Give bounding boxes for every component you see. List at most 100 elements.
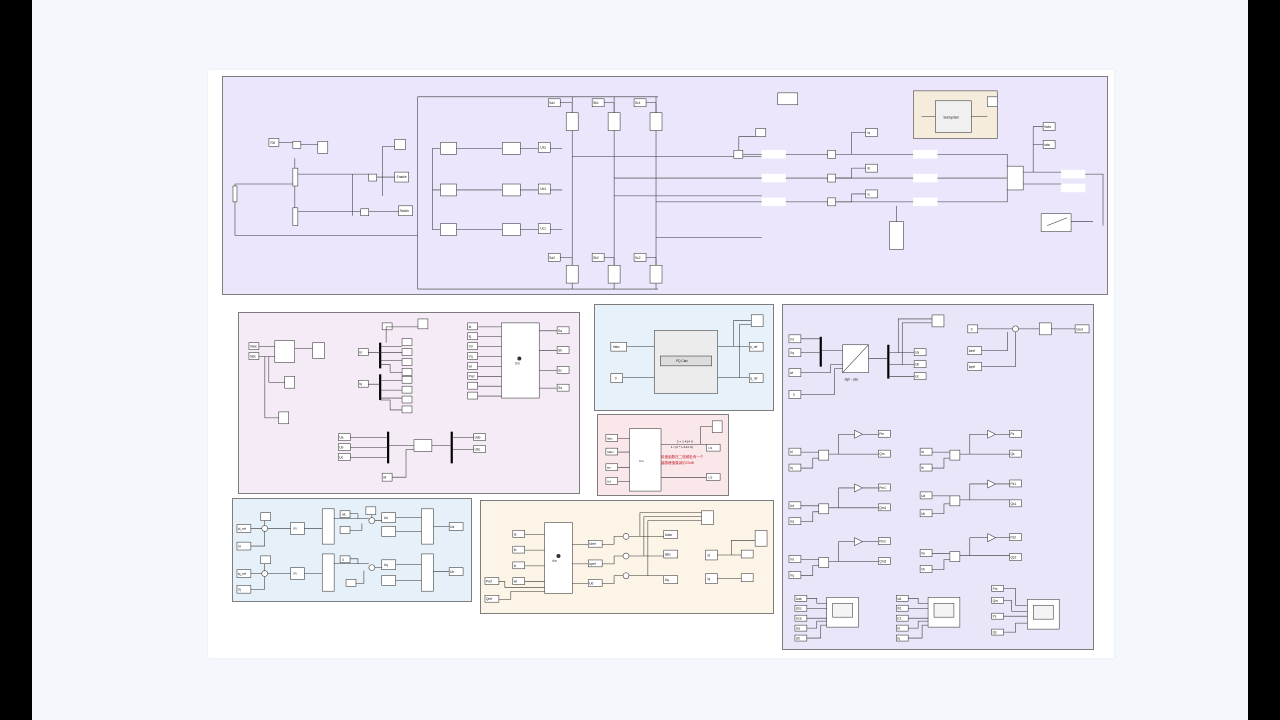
demux-block[interactable] [321,508,335,545]
gr-out[interactable] [1009,429,1022,438]
sum-block[interactable] [622,533,630,540]
switch-leg-b-bottom[interactable] [607,264,621,284]
phase-tag-b[interactable] [538,183,551,195]
out-tag[interactable] [401,358,413,366]
line-impedance-a[interactable] [761,150,787,159]
line-impedance-c[interactable] [761,197,787,207]
area-power-circuit[interactable]: 700 Enable Switch [222,76,1108,295]
capacitor-block[interactable] [292,167,299,187]
matlab-function-block[interactable] [629,428,662,492]
mux-block[interactable] [421,553,434,592]
ref-out-iqref[interactable] [587,559,603,568]
scope-icon[interactable] [365,506,377,515]
ref-scope-iabc[interactable] [663,549,678,559]
mux-block[interactable] [421,508,434,545]
gr-in[interactable] [919,447,933,456]
product-block[interactable] [949,449,961,461]
sg-tag[interactable] [794,634,808,642]
area-blue-pq[interactable]: Vabc 0 PQ Calc p_ref q_ref [594,304,774,411]
bottom-in-ub[interactable] [338,443,351,451]
sum-in-tag[interactable] [339,526,351,534]
scope-icon[interactable] [711,420,723,433]
sg-tag[interactable] [794,604,808,612]
fn-in-tag[interactable] [467,391,478,400]
ref-out-idref[interactable] [587,540,603,548]
switch-tag[interactable] [398,205,413,216]
scope-icon[interactable] [986,96,998,107]
sg-tag[interactable] [794,624,808,632]
const-tag[interactable] [339,555,351,564]
product-block[interactable] [818,557,829,568]
ref-right-out[interactable] [740,573,754,582]
filter-block-a[interactable] [502,142,521,155]
pq-calc-inner[interactable] [659,355,712,367]
gr-out[interactable] [1009,479,1022,488]
area-peach-reference[interactable]: Ia Ib Ic wt Pref Qref fcn Idref Iqref [480,500,774,614]
dc-source-block[interactable] [232,185,238,203]
gr-out[interactable] [1009,449,1022,458]
ref-in-pref[interactable] [484,577,500,585]
grid-impedance-c[interactable] [913,197,938,207]
conv-out-uc[interactable] [913,372,927,380]
saturation-block[interactable] [1039,322,1052,336]
ref-in-ib[interactable] [512,545,525,554]
ref-right-out[interactable] [740,549,754,559]
grid-source-block[interactable] [1060,183,1086,193]
gr-out[interactable] [1009,533,1022,541]
const-tag[interactable] [339,510,351,518]
meas-block[interactable] [733,150,744,159]
igbt-block-b[interactable] [440,183,457,197]
sg-tag[interactable] [794,614,808,622]
gain-triangle-icon[interactable] [854,483,864,493]
gr-in[interactable] [919,565,933,573]
pq-in-zero[interactable] [610,373,623,383]
sum-block[interactable] [622,552,630,560]
gr-in[interactable] [919,509,933,518]
sum-block[interactable] [368,517,376,524]
pulse-tag-sa1[interactable] [547,98,561,107]
gr-in[interactable] [788,517,802,525]
gr-out[interactable] [1009,499,1022,508]
scope-icon[interactable] [260,555,271,565]
gr-in[interactable] [919,549,933,557]
sum-block[interactable] [360,208,369,216]
out-tag[interactable] [381,322,393,331]
pq-in-vabc[interactable] [610,342,627,352]
capacitor-block[interactable] [292,207,299,226]
load-block[interactable] [889,221,904,250]
bottom-in-ua[interactable] [338,433,351,441]
conv-in-zero[interactable] [788,390,802,399]
fn-out-sb[interactable] [556,346,570,354]
gain-triangle-icon[interactable] [854,537,864,547]
fn-out-sc[interactable] [556,366,570,374]
transformer-block[interactable] [1006,165,1024,191]
sum-block[interactable] [622,572,630,579]
fn-in-tag[interactable] [467,362,478,370]
gr-in[interactable] [788,447,802,456]
area-red-filter[interactable]: Iabc Vabc ws Ud fcn 2 × 1.414 U 1 / (2 *… [597,414,729,496]
pll-block[interactable] [274,340,295,363]
display-block[interactable] [777,92,798,106]
filter-block-c[interactable] [502,223,521,236]
phase-tag-c[interactable] [538,223,551,234]
conv-out-ua[interactable] [913,348,927,356]
grid-impedance-b[interactable] [913,173,938,183]
sum-block[interactable] [261,525,268,532]
in-tag-iabc[interactable] [248,352,260,360]
ref-out-uq[interactable] [663,575,678,584]
scope-icon[interactable] [394,139,406,150]
mux-in-tag[interactable] [358,348,369,356]
fn-in-tag[interactable] [467,372,478,380]
filter-block-b[interactable] [502,183,521,197]
filter-in-vabc[interactable] [605,447,618,456]
filter-in-iabc[interactable] [605,434,618,442]
scope-icon[interactable] [701,510,714,525]
transform-block[interactable] [413,439,433,452]
sum-out-tag[interactable] [381,575,396,586]
product-block[interactable] [949,495,961,507]
grid-impedance-a[interactable] [913,150,938,159]
scope-icon[interactable] [278,411,289,425]
switch-leg-c-top[interactable] [649,112,663,131]
mux-in-tag[interactable] [358,379,369,388]
fn-in-tag[interactable] [467,352,478,360]
